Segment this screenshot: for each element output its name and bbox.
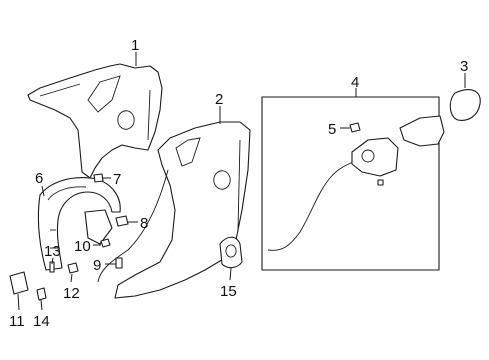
callout-4: 4	[351, 74, 359, 91]
callout-11: 11	[9, 313, 25, 330]
filler-housing-box	[261, 96, 445, 271]
clip-8	[115, 215, 129, 227]
callout-5: 5	[328, 121, 336, 138]
callout-15: 15	[220, 283, 237, 300]
nut-10	[100, 238, 111, 248]
clip-5	[349, 122, 361, 133]
clip-14	[36, 287, 47, 301]
screw-9	[115, 257, 123, 269]
rivet-12	[67, 262, 79, 274]
callout-10: 10	[74, 238, 91, 255]
quarter-panel-outer	[27, 63, 163, 179]
callout-13: 13	[44, 243, 61, 260]
callout-3: 3	[460, 58, 468, 75]
leader-lines	[17, 52, 466, 311]
callout-7: 7	[113, 171, 121, 188]
callout-14: 14	[33, 313, 50, 330]
fuel-door	[449, 89, 481, 121]
callout-12: 12	[63, 285, 80, 302]
clip-7	[93, 173, 104, 183]
fender-liner	[37, 177, 121, 271]
callout-2: 2	[215, 91, 223, 108]
callout-8: 8	[140, 215, 148, 232]
callout-labels: 1 2 3 4 5 6 7 8 9 10 11 12 13 14 15	[9, 37, 468, 330]
plate-11	[9, 271, 29, 295]
callout-9: 9	[93, 257, 101, 274]
callout-1: 1	[131, 37, 139, 54]
housing-bracket	[219, 236, 243, 269]
quarter-panel-inner	[97, 121, 251, 299]
callout-6: 6	[35, 170, 43, 187]
